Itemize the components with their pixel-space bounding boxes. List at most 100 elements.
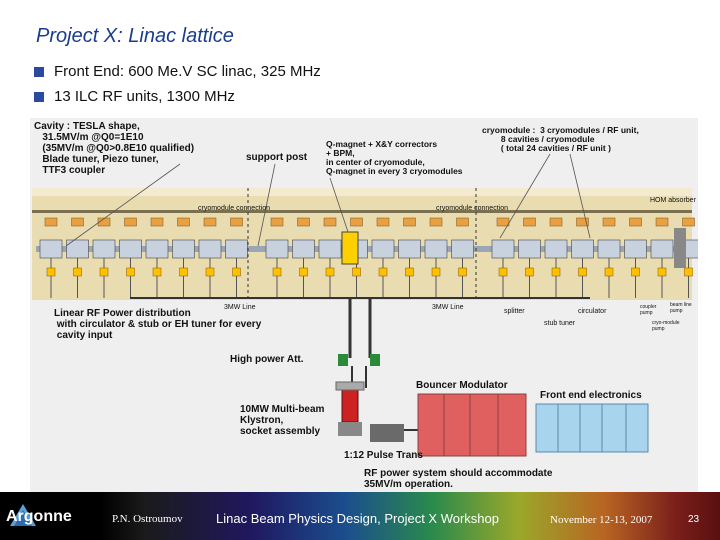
linac-rf-unit-diagram: Cavity : TESLA shape, 31.5MV/m @Q0=1E10 … [30,118,698,492]
cavity [92,239,116,259]
cavity [624,239,647,259]
cavity [119,239,142,259]
front-end-electronics-label: Front end electronics [540,390,642,401]
bullet-square-icon [34,92,44,102]
bullet-text: Front End: 600 Me.V SC linac, 325 MHz [54,63,321,80]
high-power-att-label: High power Att. [230,354,304,365]
cavity [66,239,89,259]
page-number: 23 [688,514,700,525]
support-post [629,217,642,227]
support-post [270,217,284,227]
cavity-row [39,239,698,259]
support-post [456,217,469,227]
stub-tuner-label: stub tuner [544,320,576,327]
coupler-tuner [73,267,82,277]
support-post [71,217,84,227]
coupler-tuner [684,267,693,277]
cavity [398,239,421,259]
circulator-label: circulator [578,308,607,315]
support-post [602,217,616,227]
footer-date: November 12-13, 2007 [550,514,653,526]
coupler-tuner [126,267,135,277]
coupler-pump-label: coupler pump [640,304,657,316]
support-post [124,217,137,227]
cryomodule-pipe [32,210,692,213]
support-post [297,217,310,227]
coupler-tuner [405,267,414,277]
support-post [177,217,190,227]
cavity [265,239,289,259]
cryomodule-note: cryomodule : 3 cryomodules / RF unit, 8 … [482,125,639,153]
support-post [576,217,589,227]
coupler-tuner [99,267,109,277]
slide-title: Project X: Linac lattice [36,25,234,47]
cavity [544,239,568,259]
coupler-tuner [551,267,561,277]
line-3mw-right: 3MW Line [432,304,464,311]
coupler-tuner [657,267,667,277]
line-3mw-left: 3MW Line [224,304,256,311]
coupler-tuner [179,267,188,277]
footer-title: Linac Beam Physics Design, Project X Wor… [216,511,499,526]
high-power-attenuator [370,354,380,366]
coupler-row [44,217,695,298]
support-post [549,217,563,227]
cryomodule-connection-label: cryomodule connection [436,205,508,212]
support-post [403,217,416,227]
coupler-tuner [525,267,534,277]
hom-absorber-label: HOM absorber [650,197,696,204]
coupler-tuner [498,267,508,277]
cavity-label: Cavity : TESLA shape, 31.5MV/m @Q0=1E10 … [34,121,195,176]
coupler-tuner [458,267,467,277]
hom-absorber [674,228,686,268]
bullet-square-icon [34,67,44,77]
cavity [225,239,248,259]
support-post-label: support post [246,152,308,163]
coupler-tuner [431,267,441,277]
support-post [682,217,695,227]
coupler-tuner [578,267,587,277]
cavity [318,239,342,259]
coupler-tuner [205,267,215,277]
beam-line-pump-label: beam line pump [670,302,692,314]
bullet-item: Front End: 600 Me.V SC linac, 325 MHz [34,62,321,87]
cavity [571,239,594,259]
rf-power-note: RF power system should accommodate 35MV/… [364,468,553,490]
cavity [172,239,195,259]
pointer-line [569,153,591,239]
klystron [341,387,359,423]
cavity [145,239,169,259]
support-post [97,217,111,227]
coupler-tuner [299,267,308,277]
argonne-logo-text: Argonne [6,508,72,525]
cryomodule-connection-label: cryomodule connection [198,205,270,212]
pointer-line [257,163,276,247]
argonne-logo-icon [10,504,36,526]
klystron-label: 10MW Multi-beam Klystron, socket assembl… [240,404,325,437]
support-post [376,217,390,227]
support-post [496,217,510,227]
linear-rf-label: Linear RF Power distribution with circul… [54,308,262,341]
coupler-tuner [152,267,162,277]
coupler-tuner [378,267,388,277]
coupler-tuner [631,267,640,277]
bullet-text: 13 ILC RF units, 1300 MHz [54,88,235,105]
klystron-socket [338,422,362,436]
cavity [292,239,315,259]
pointer-line [499,153,551,239]
cryomodule-pump-label: cryo-module pump [652,320,680,332]
footer-author: P.N. Ostroumov [112,513,183,525]
support-post [44,217,58,227]
splitter-label: splitter [504,308,525,315]
pulse-trans-label: 1:12 Pulse Trans [344,450,423,461]
support-post [150,217,164,227]
cryomodule-top-band [32,188,692,196]
high-power-attenuator [338,354,348,366]
cavity [650,239,674,259]
bullet-list: Front End: 600 Me.V SC linac, 325 MHz 13… [34,62,321,112]
rf-unit-drawing [32,153,698,457]
cavity [491,239,515,259]
coupler-tuner [232,267,241,277]
support-post [350,217,363,227]
q-magnet [341,231,359,265]
